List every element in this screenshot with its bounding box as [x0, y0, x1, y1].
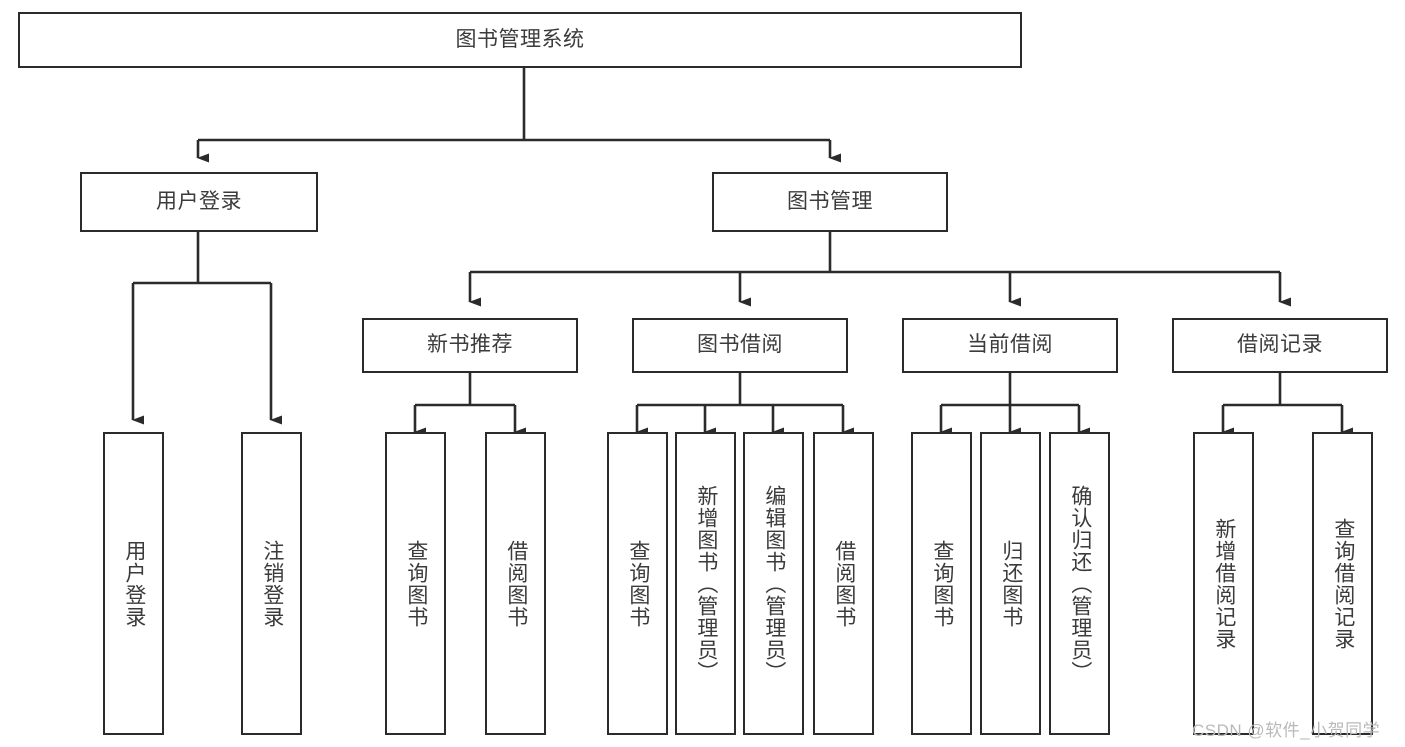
node-label: 借阅图书 — [832, 539, 856, 628]
node-label: 编辑图书（管理员） — [762, 484, 786, 683]
node-user-login[interactable]: 用户登录 — [80, 172, 318, 232]
node-label: 注销登录 — [260, 539, 284, 628]
node-current-borrow[interactable]: 当前借阅 — [902, 318, 1118, 373]
node-label: 确认归还（管理员） — [1068, 484, 1092, 683]
node-label: 归还图书 — [999, 539, 1023, 628]
node-label: 新增图书（管理员） — [694, 484, 718, 683]
leaf-new-book-borrow[interactable]: 借阅图书 — [485, 432, 546, 735]
node-label: 图书管理 — [787, 189, 873, 213]
node-label: 当前借阅 — [967, 333, 1053, 357]
node-root[interactable]: 图书管理系统 — [18, 12, 1022, 68]
leaf-book-borrow-query[interactable]: 查询图书 — [607, 432, 668, 735]
node-label: 图书管理系统 — [455, 27, 585, 51]
csdn-watermark: CSDN @软件_小贺同学 — [1192, 721, 1381, 740]
node-label: 借阅记录 — [1237, 333, 1323, 357]
leaf-current-borrow-return[interactable]: 归还图书 — [980, 432, 1041, 735]
leaf-current-borrow-query[interactable]: 查询图书 — [911, 432, 972, 735]
leaf-borrow-record-query[interactable]: 查询借阅记录 — [1312, 432, 1373, 735]
node-label: 用户登录 — [156, 189, 242, 213]
node-label: 查询图书 — [930, 539, 954, 628]
node-book-management[interactable]: 图书管理 — [712, 172, 948, 232]
node-label: 图书借阅 — [697, 333, 783, 357]
node-label: 查询借阅记录 — [1331, 517, 1355, 650]
node-label: 查询图书 — [404, 539, 428, 628]
leaf-user-login-logout[interactable]: 注销登录 — [241, 432, 302, 735]
node-borrow-record[interactable]: 借阅记录 — [1172, 318, 1388, 373]
node-label: 用户登录 — [122, 539, 146, 628]
leaf-book-borrow-edit[interactable]: 编辑图书（管理员） — [743, 432, 804, 735]
leaf-current-borrow-confirm[interactable]: 确认归还（管理员） — [1049, 432, 1110, 735]
leaf-book-borrow-borrow[interactable]: 借阅图书 — [813, 432, 874, 735]
leaf-borrow-record-add[interactable]: 新增借阅记录 — [1193, 432, 1254, 735]
node-label: 借阅图书 — [504, 539, 528, 628]
leaf-new-book-query[interactable]: 查询图书 — [385, 432, 446, 735]
leaf-book-borrow-add[interactable]: 新增图书（管理员） — [675, 432, 736, 735]
leaf-user-login-login[interactable]: 用户登录 — [103, 432, 164, 735]
node-label: 新书推荐 — [427, 333, 513, 357]
node-new-book-recommend[interactable]: 新书推荐 — [362, 318, 578, 373]
node-book-borrow[interactable]: 图书借阅 — [632, 318, 848, 373]
node-label: 查询图书 — [626, 539, 650, 628]
node-label: 新增借阅记录 — [1212, 517, 1236, 650]
